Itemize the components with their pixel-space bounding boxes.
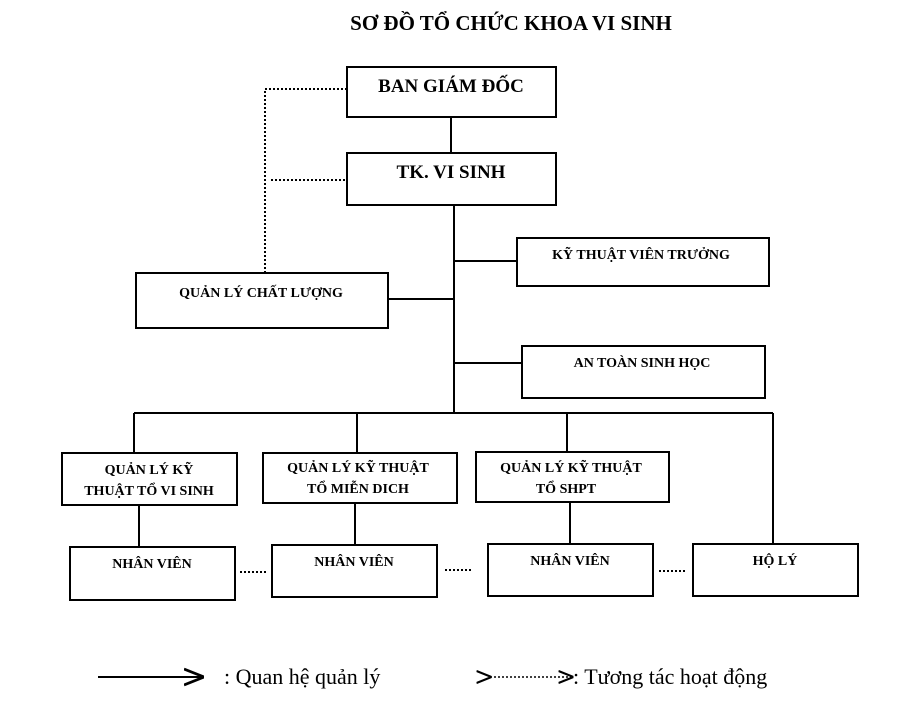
management-lines: [133, 117, 774, 547]
label-ql-shpt-line2: TỔ SHPT: [536, 479, 597, 497]
box-ban-giam-doc: [346, 66, 557, 118]
box-nhan-vien-2: [271, 544, 438, 598]
label-ql-mien-dich-line2: TỔ MIỄN DICH: [307, 479, 409, 497]
label-ql-vi-sinh-line2: THUẬT TỔ VI SINH: [84, 481, 214, 499]
node-labels: BAN GIÁM ĐỐC TK. VI SINH KỸ THUẬT VIÊN T…: [84, 75, 797, 572]
box-ql-vi-sinh: [61, 452, 238, 506]
legend: : Quan hệ quản lý : Tương tác hoạt động: [98, 664, 767, 689]
box-nhan-vien-1: [69, 546, 236, 601]
box-ho-ly: [692, 543, 859, 597]
label-nhan-vien-1: NHÂN VIÊN: [112, 555, 191, 572]
label-an-toan-sinh-hoc: AN TOÀN SINH HỌC: [574, 354, 711, 371]
label-tk-vi-sinh: TK. VI SINH: [397, 162, 506, 183]
box-quan-ly-chat-luong: [135, 272, 389, 329]
box-ql-mien-dich: [262, 452, 458, 504]
box-tk-vi-sinh: [346, 152, 557, 206]
label-nhan-vien-2: NHÂN VIÊN: [314, 553, 393, 570]
label-ban-giam-doc: BAN GIÁM ĐỐC: [378, 75, 524, 97]
legend-management-label: : Quan hệ quản lý: [224, 664, 380, 689]
label-ql-shpt-line1: QUẢN LÝ KỸ THUẬT: [500, 458, 642, 476]
box-ky-thuat-vien-truong: [516, 237, 770, 287]
node-boxes: [61, 66, 859, 601]
chart-title: SƠ ĐỒ TỔ CHỨC KHOA VI SINH: [350, 11, 672, 35]
dotted-bgd-qlcl: [264, 88, 347, 273]
label-ho-ly: HỘ LÝ: [753, 552, 798, 569]
label-ky-thuat-vien-truong: KỸ THUẬT VIÊN TRƯỞNG: [552, 245, 730, 263]
label-ql-vi-sinh-line1: QUẢN LÝ KỸ: [105, 460, 194, 478]
box-an-toan-sinh-hoc: [521, 345, 766, 399]
box-ql-shpt: [475, 451, 670, 503]
label-quan-ly-chat-luong: QUẢN LÝ CHẤT LƯỢNG: [179, 284, 343, 301]
label-nhan-vien-3: NHÂN VIÊN: [530, 552, 609, 569]
label-ql-mien-dich-line1: QUẢN LÝ KỸ THUẬT: [287, 458, 429, 476]
box-nhan-vien-3: [487, 543, 654, 597]
legend-interaction-label: : Tương tác hoạt động: [573, 664, 767, 689]
interaction-lines: [240, 88, 687, 573]
